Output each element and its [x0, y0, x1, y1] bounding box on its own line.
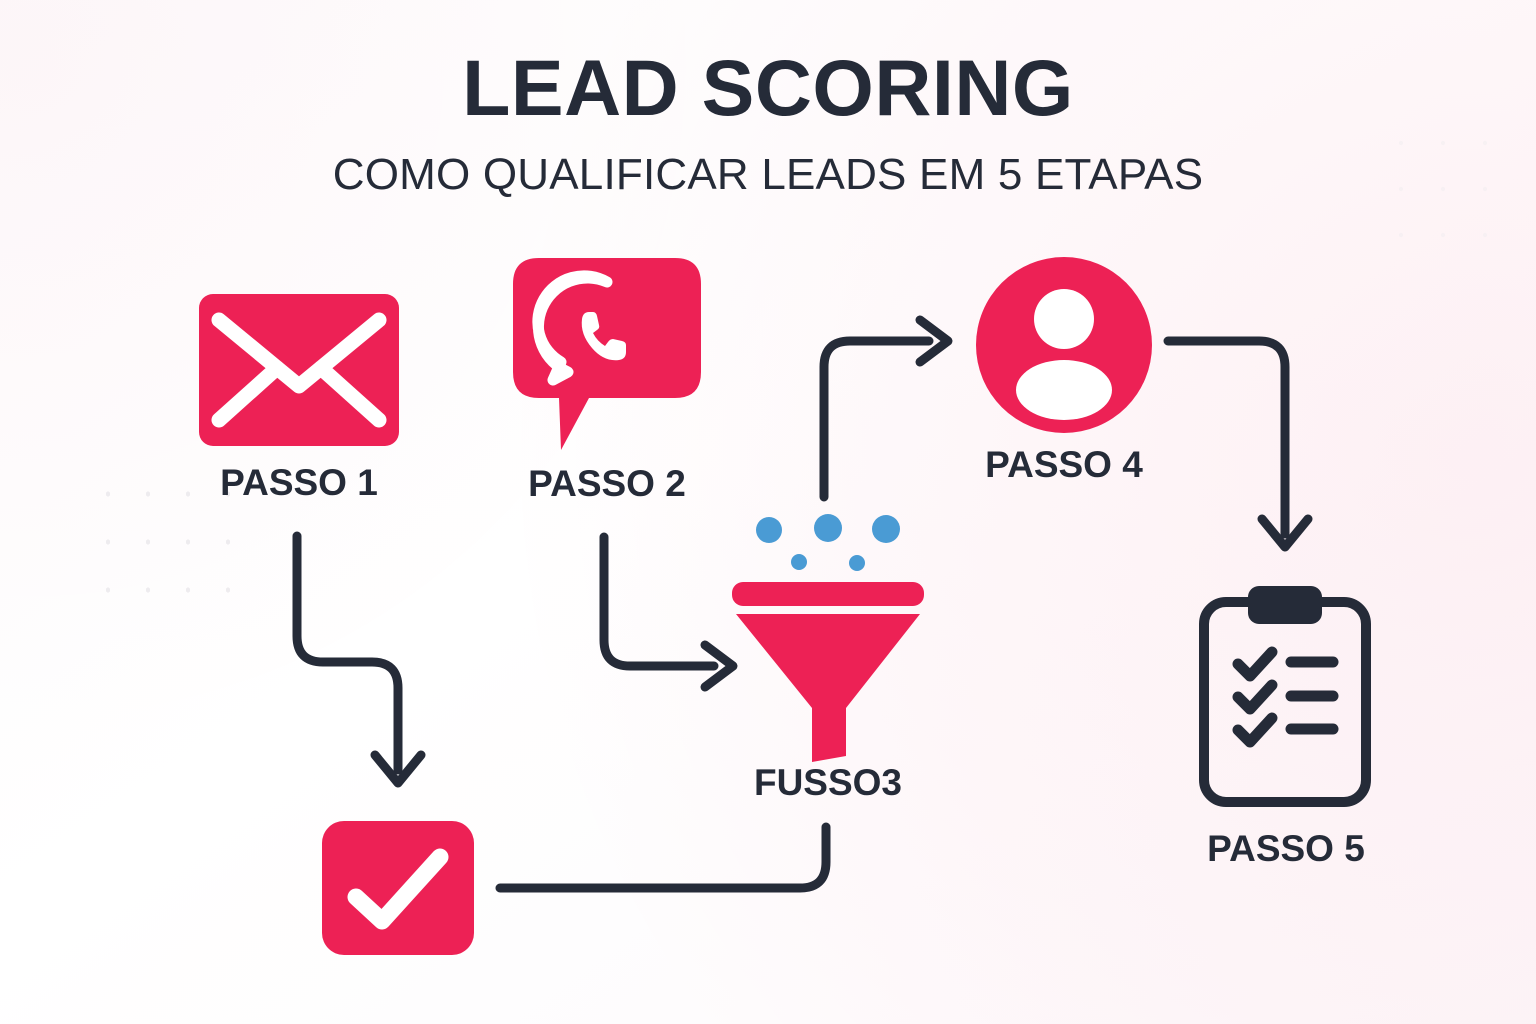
step-node-step1[interactable]: [199, 294, 399, 446]
whatsapp-chat-bubble-icon: [513, 258, 701, 450]
page-title: LEAD SCORING: [462, 43, 1074, 132]
header: LEAD SCORING COMO QUALIFICAR LEADS EM 5 …: [0, 0, 1536, 197]
check-node[interactable]: [322, 821, 474, 955]
step-label-step4: PASSO 4: [985, 444, 1143, 485]
step-label-step5: PASSO 5: [1207, 828, 1365, 869]
person-avatar-icon: [976, 257, 1152, 433]
step-label-step3: FUSSO3: [753, 762, 903, 803]
funnel-lead-dots: [756, 514, 900, 571]
step-node-step2[interactable]: [513, 258, 701, 450]
envelope-icon: [199, 294, 399, 446]
step-node-step5[interactable]: [1196, 584, 1374, 810]
clipboard-checklist-icon: [1199, 586, 1371, 807]
step-label-step1: PASSO 1: [220, 462, 378, 503]
step-node-step3[interactable]: [728, 512, 928, 762]
step-label-step2: PASSO 2: [528, 463, 686, 504]
background-dot-pattern-right: [1380, 120, 1510, 240]
background-dot-pattern-left: [88, 470, 248, 620]
page-subtitle: COMO QUALIFICAR LEADS EM 5 ETAPAS: [332, 150, 1204, 199]
check-square-icon: [322, 821, 474, 955]
funnel-icon: [732, 514, 924, 762]
step-node-step4[interactable]: [976, 257, 1152, 433]
